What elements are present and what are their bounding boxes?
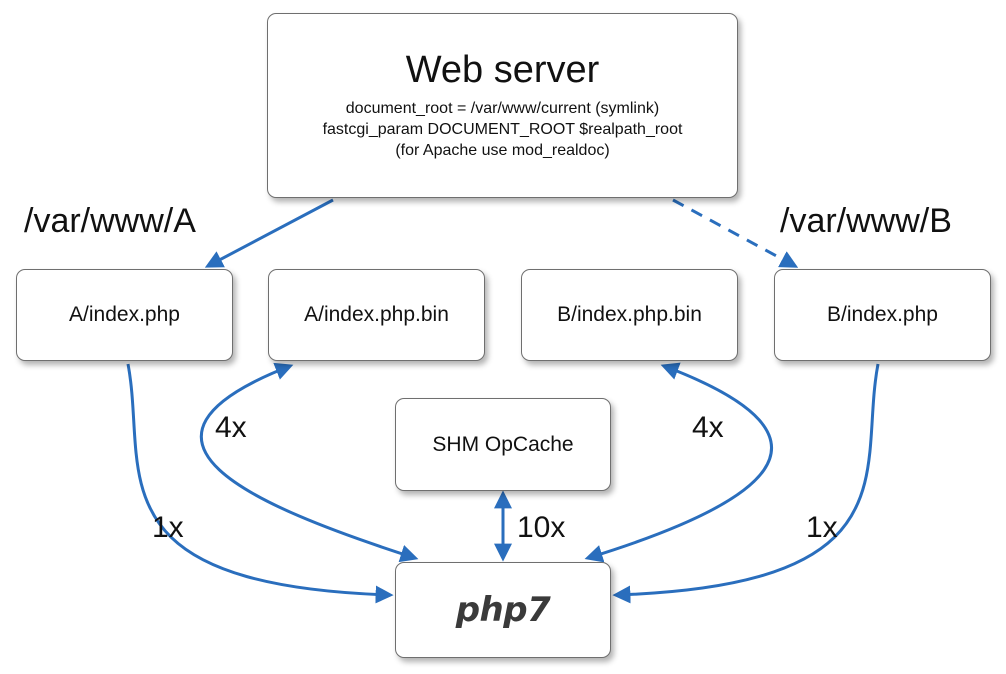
node-php: php7 bbox=[395, 562, 611, 658]
node-a-index-label: A/index.php bbox=[69, 303, 180, 327]
node-a-bin-label: A/index.php.bin bbox=[304, 303, 449, 327]
count-b-index: 1x bbox=[806, 511, 838, 544]
arrow-b-bin-php bbox=[584, 362, 774, 563]
node-b-bin: B/index.php.bin bbox=[521, 269, 738, 361]
web-server-line-3: (for Apache use mod_realdoc) bbox=[395, 141, 610, 159]
php-logo: php7 bbox=[455, 590, 551, 630]
node-a-bin: A/index.php.bin bbox=[268, 269, 485, 361]
web-server-line-1: document_root = /var/www/current (symlin… bbox=[345, 100, 660, 118]
node-b-index-label: B/index.php bbox=[827, 303, 938, 327]
web-server-title: Web server bbox=[405, 49, 600, 92]
arrow-b-index-php bbox=[612, 363, 880, 604]
path-label-a: /var/www/A bbox=[24, 202, 196, 240]
arrow-a-bin-php bbox=[199, 362, 419, 563]
count-b-bin: 4x bbox=[692, 411, 724, 444]
count-opcache: 10x bbox=[517, 511, 566, 544]
node-opcache: SHM OpCache bbox=[395, 398, 611, 491]
web-server-line-2: fastcgi_param DOCUMENT_ROOT $realpath_ro… bbox=[322, 120, 683, 138]
node-b-bin-label: B/index.php.bin bbox=[557, 303, 702, 327]
count-a-index: 1x bbox=[152, 511, 184, 544]
arrow-webserver-to-b-index bbox=[672, 198, 799, 268]
count-a-bin: 4x bbox=[215, 411, 247, 444]
node-b-index: B/index.php bbox=[774, 269, 991, 361]
path-label-b: /var/www/B bbox=[780, 202, 952, 240]
arrow-webserver-to-a-index bbox=[204, 198, 334, 268]
arrow-a-index-php bbox=[126, 363, 394, 604]
node-a-index: A/index.php bbox=[16, 269, 233, 361]
node-opcache-label: SHM OpCache bbox=[432, 432, 574, 456]
web-server-box: Web server document_root = /var/www/curr… bbox=[267, 13, 738, 198]
